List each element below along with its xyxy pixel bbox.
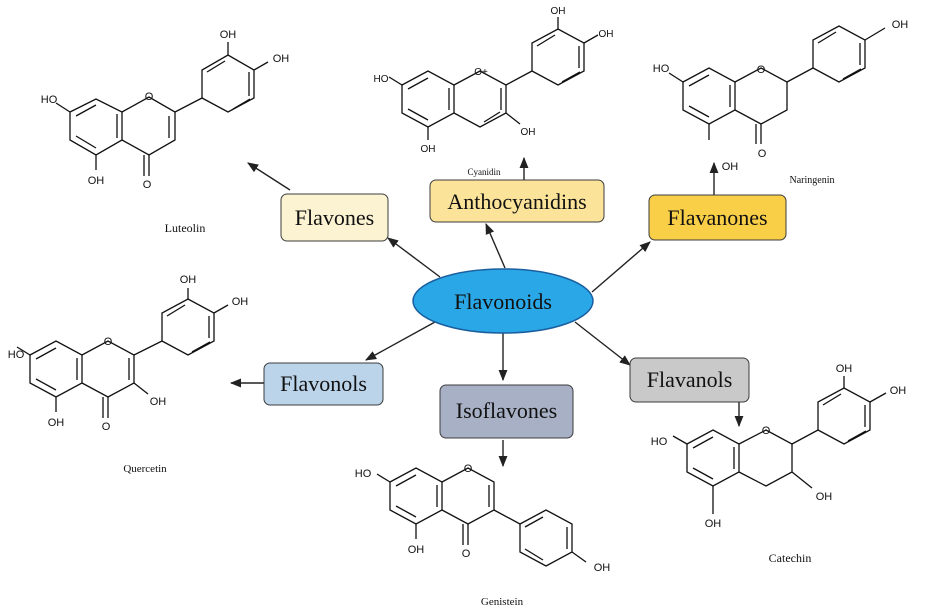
compound-name-cyanidin: Cyanidin xyxy=(468,167,501,177)
catechin-labels: O HO OH OH OH OH Catechin xyxy=(651,363,907,565)
atom-label: OH xyxy=(594,562,611,574)
arrow-to-flavanols xyxy=(574,321,631,366)
atom-label: OH xyxy=(816,491,833,503)
naringenin-labels: O HO O OH OH Naringenin xyxy=(653,19,909,186)
atom-label: OH xyxy=(836,363,853,375)
atom-label: HO xyxy=(374,74,389,85)
atom-label: HO xyxy=(41,94,58,106)
class-box-anthocyanidins: Anthocyanidins xyxy=(429,179,605,223)
atom-label: O xyxy=(143,179,152,191)
atom-label: O xyxy=(104,336,113,348)
structure-catechin xyxy=(672,376,887,514)
luteolin-labels: O O OH HO OH OH Luteolin xyxy=(41,29,290,235)
atom-label: OH xyxy=(150,396,167,408)
class-box-flavonols: Flavonols xyxy=(263,362,384,406)
atom-label: OH xyxy=(232,296,249,308)
atom-label: OH xyxy=(408,544,425,556)
atom-label: OH xyxy=(180,274,197,286)
compound-name-luteolin: Luteolin xyxy=(165,221,206,235)
atom-label: OH xyxy=(551,6,566,17)
class-box-flavones: Flavones xyxy=(280,193,389,242)
compound-name-naringenin: Naringenin xyxy=(790,175,835,186)
compound-name-catechin: Catechin xyxy=(769,551,812,565)
atom-label: O xyxy=(464,463,473,475)
compound-name-genistein: Genistein xyxy=(481,596,524,608)
atom-label: OH xyxy=(890,385,907,397)
class-box-isoflavones: Isoflavones xyxy=(439,384,574,439)
atom-label: OH xyxy=(273,53,290,65)
structure-naringenin xyxy=(668,25,886,144)
structure-quercetin xyxy=(16,288,229,418)
class-label-flavonols: Flavonols xyxy=(280,371,367,396)
structure-cyanidin xyxy=(388,17,599,140)
atom-label: OH xyxy=(722,161,739,173)
quercetin-labels: O HO O OH OH OH OH Quercetin xyxy=(8,274,249,475)
atom-label: OH xyxy=(220,29,237,41)
class-box-flavanones: Flavanones xyxy=(648,194,787,241)
class-label-flavones: Flavones xyxy=(295,205,374,230)
atom-label: O xyxy=(462,548,471,560)
class-label-flavanones: Flavanones xyxy=(667,205,767,230)
arrow-flavones-to-luteolin xyxy=(247,162,291,191)
center-label: Flavonoids xyxy=(454,289,552,314)
atom-label: OH xyxy=(892,19,909,31)
compound-name-quercetin: Quercetin xyxy=(123,463,167,475)
atom-label: OH xyxy=(705,518,722,530)
atom-label: OH xyxy=(88,175,105,187)
atom-label: O xyxy=(758,148,767,160)
atom-label: O xyxy=(757,64,766,76)
arrow-to-flavones xyxy=(387,237,441,278)
cyanidin-labels: O+ HO OH OH OH OH Cyanidin xyxy=(374,6,614,177)
atom-label: OH xyxy=(48,417,65,429)
atom-label: OH xyxy=(521,127,536,138)
atom-label: HO xyxy=(653,63,670,75)
structure-genistein xyxy=(376,467,587,567)
class-box-flavanols: Flavanols xyxy=(629,357,750,403)
arrow-to-flavanones xyxy=(591,241,651,293)
arrow-to-flavonols xyxy=(365,321,436,361)
atom-label: HO xyxy=(651,436,668,448)
class-label-isoflavones: Isoflavones xyxy=(456,398,557,423)
atom-label: O xyxy=(145,91,154,103)
structure-luteolin xyxy=(55,42,269,176)
connector-arrows xyxy=(229,156,744,468)
atom-label: O+ xyxy=(474,67,488,78)
atom-label: OH xyxy=(599,29,614,40)
genistein-labels: O HO O OH OH Genistein xyxy=(355,463,611,608)
atom-label: O xyxy=(762,425,771,437)
atom-label: HO xyxy=(355,468,372,480)
atom-label: O xyxy=(102,421,111,433)
atom-label: OH xyxy=(421,144,436,155)
class-label-flavanols: Flavanols xyxy=(647,367,733,392)
arrow-to-anthocyanidins xyxy=(485,222,506,269)
center-node: Flavonoids xyxy=(412,268,594,334)
atom-label: HO xyxy=(8,349,25,361)
class-label-anthocyanidins: Anthocyanidins xyxy=(447,189,586,214)
